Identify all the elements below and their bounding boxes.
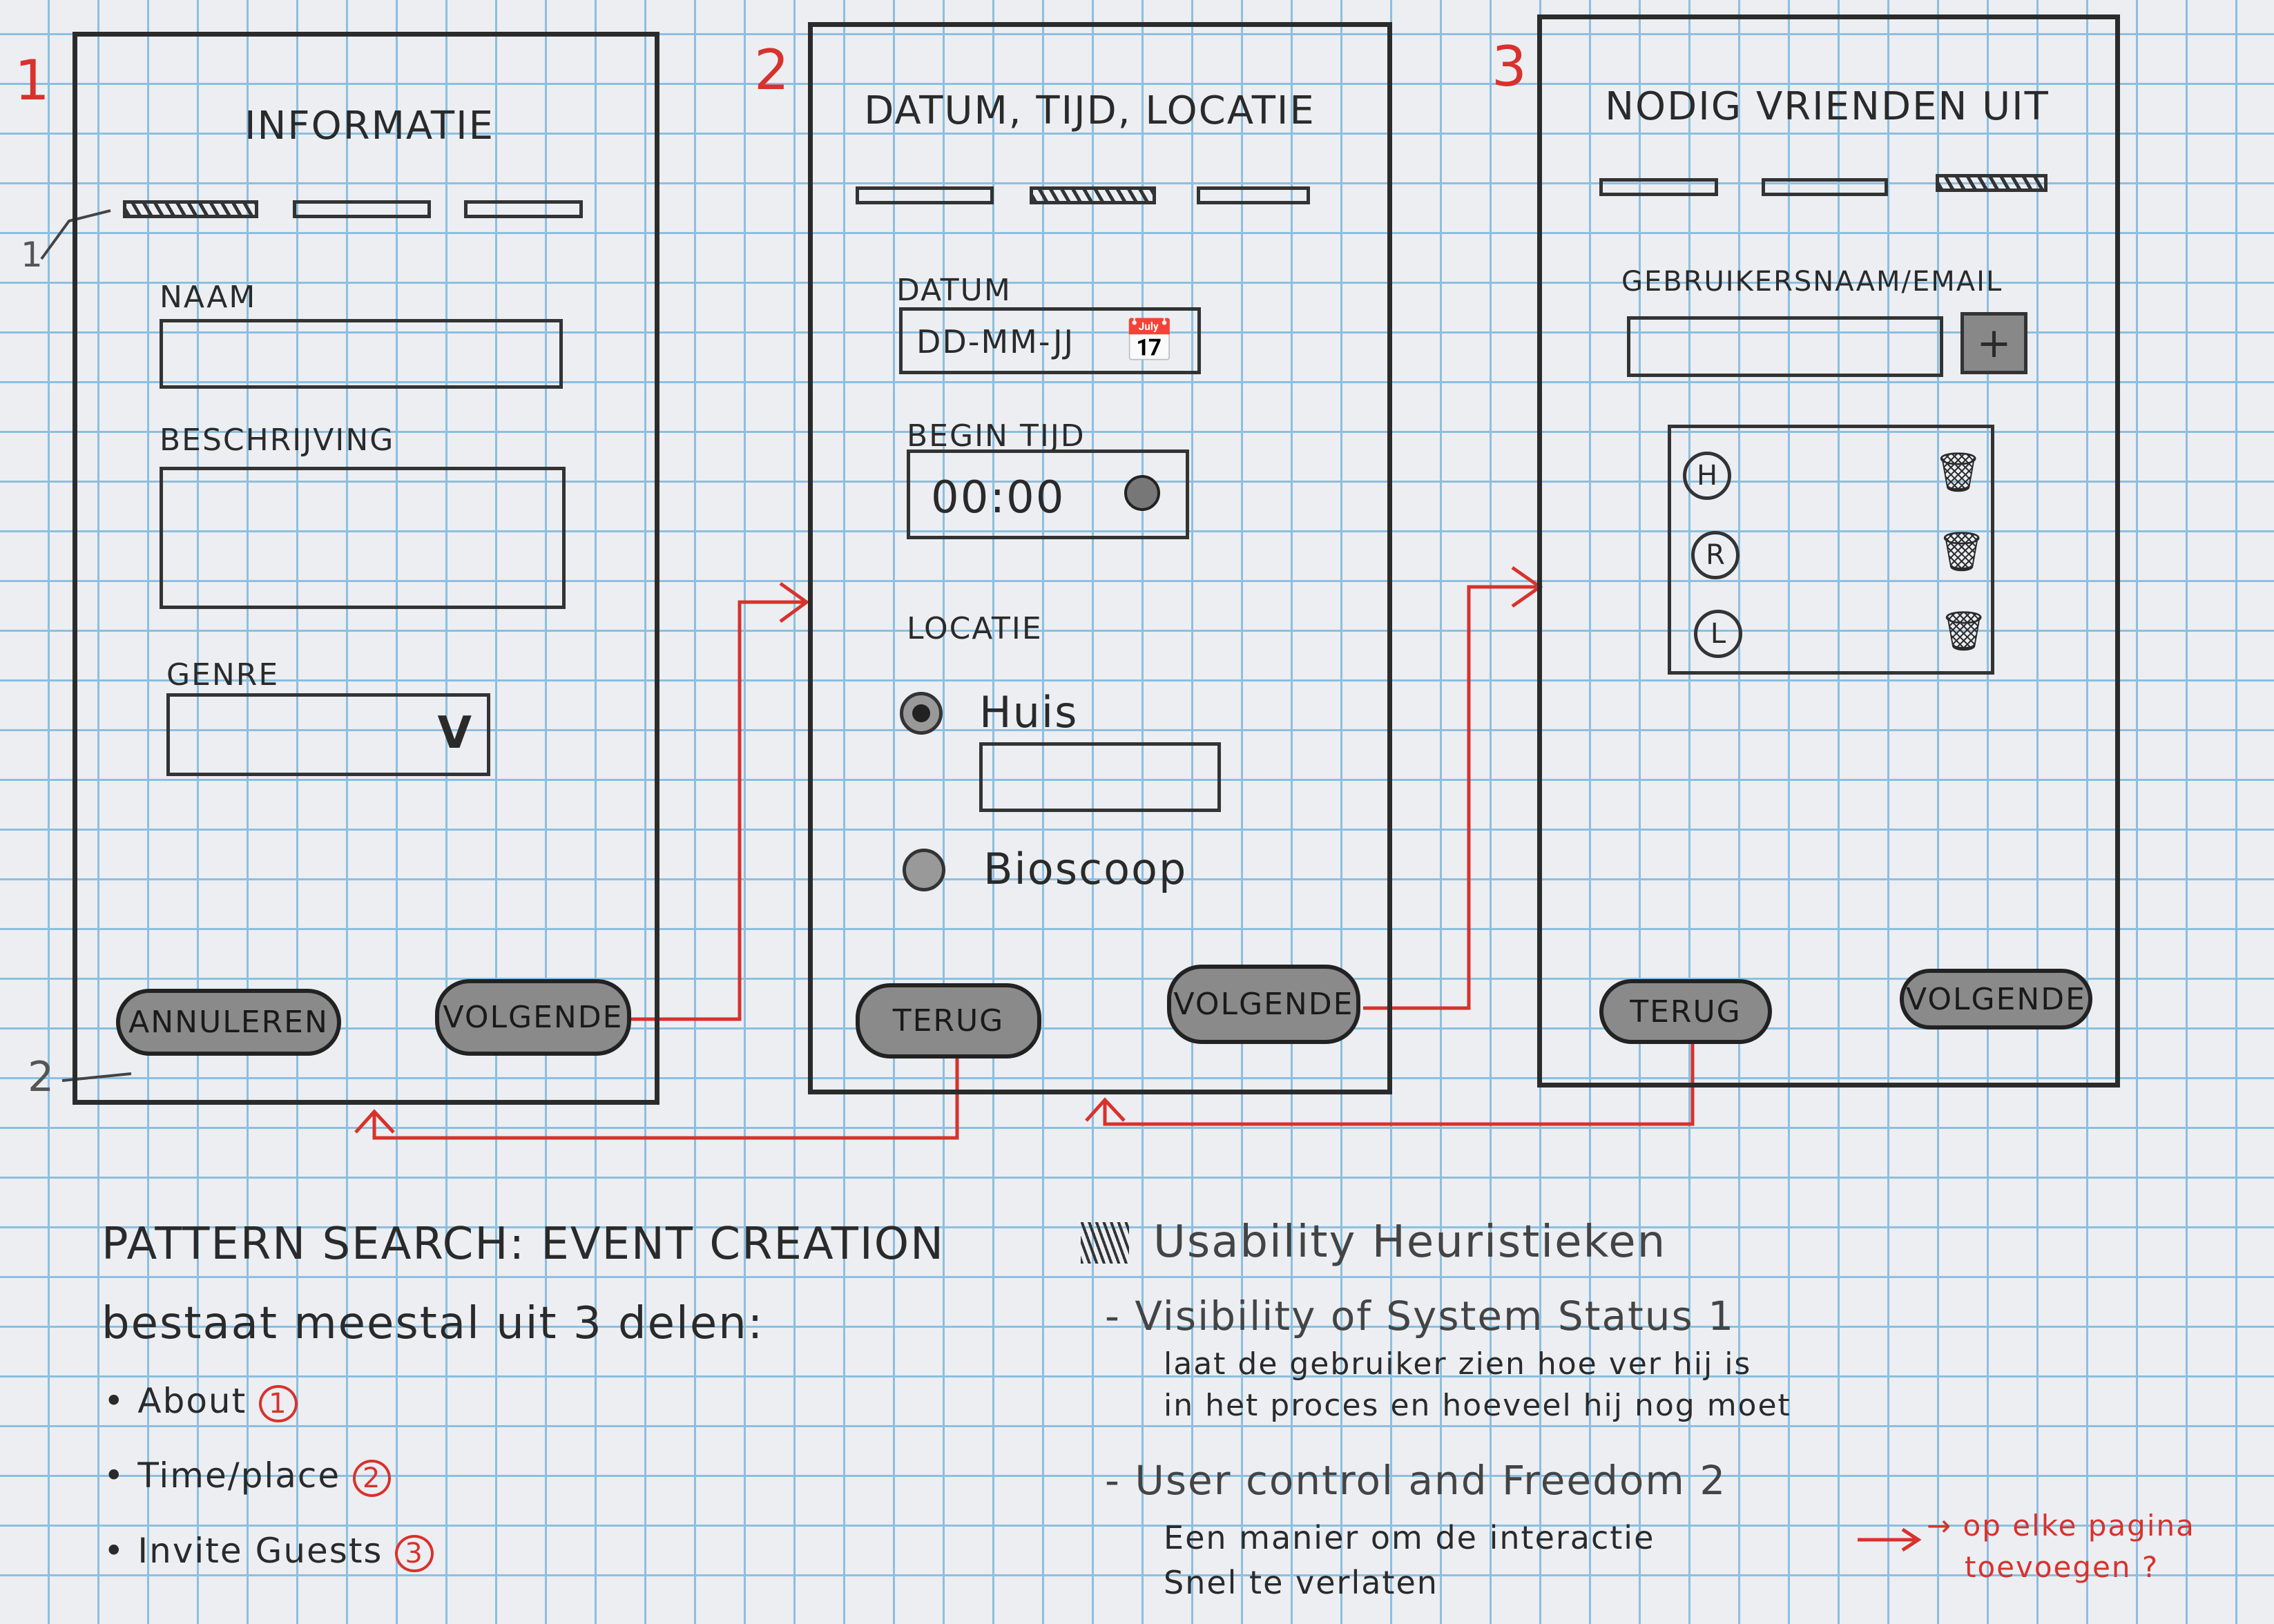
- callout-1-arrow: [40, 209, 111, 260]
- arrow-head: [1901, 1527, 1922, 1552]
- arrow-screen2-to-screen1: [372, 1056, 959, 1140]
- bullet-number: 3: [395, 1535, 434, 1572]
- heuristic-1-line-1: laat de gebruiker zien hoe ver hij is: [1164, 1346, 1752, 1382]
- page-title: NODIG VRIENDEN UIT: [1605, 84, 2050, 129]
- annuleren-button[interactable]: ANNULEREN: [116, 989, 341, 1056]
- heuristics-heading: Usability Heuristieken: [1153, 1217, 1667, 1268]
- screen-nodig-vrienden-uit: [1537, 14, 2120, 1088]
- arrow-head: [779, 581, 810, 624]
- red-note-line-2: toevoegen ?: [1965, 1550, 2159, 1584]
- bullet-number: 2: [353, 1460, 392, 1497]
- progress-step-1-active: [123, 200, 258, 218]
- volgende-button[interactable]: VOLGENDE: [1900, 969, 2092, 1030]
- gebruikersnaam-input[interactable]: [1627, 316, 1943, 377]
- radio-bioscoop[interactable]: [903, 849, 945, 891]
- bullet-about: • About 1: [104, 1381, 298, 1422]
- bullet-text: Time/place: [137, 1456, 341, 1496]
- bullet-text: About: [137, 1381, 247, 1421]
- clock-icon[interactable]: [1124, 475, 1160, 511]
- heuristic-2-line-1: Een manier om de interactie: [1164, 1519, 1655, 1556]
- notes-line: bestaat meestal uit 3 delen:: [102, 1298, 764, 1349]
- progress-step-2: [293, 200, 431, 218]
- trash-icon[interactable]: 🗑: [1939, 609, 1989, 654]
- avatar: H: [1683, 452, 1731, 500]
- screen-informatie: [73, 32, 659, 1105]
- heuristic-2-title: - User control and Freedom 2: [1105, 1457, 1727, 1504]
- heuristic-1-title: - Visibility of System Status 1: [1105, 1293, 1735, 1340]
- progress-step-3: [1197, 186, 1310, 204]
- invitee-list: [1668, 425, 1994, 675]
- notes-heading: PATTERN SEARCH: EVENT CREATION: [102, 1219, 945, 1270]
- huis-address-input[interactable]: [979, 742, 1221, 812]
- progress-step-3: [464, 200, 583, 218]
- screen-datum-tijd-locatie: [808, 22, 1392, 1094]
- arrow-screen2-to-screen3: [1363, 585, 1536, 1010]
- callout-2: 2: [28, 1053, 56, 1101]
- avatar: L: [1694, 610, 1742, 658]
- bullet-number: 1: [259, 1385, 298, 1422]
- progress-step-3-active: [1936, 174, 2047, 192]
- trash-icon[interactable]: 🗑: [1937, 530, 1987, 574]
- genre-label: GENRE: [166, 657, 280, 693]
- terug-button[interactable]: TERUG: [1599, 979, 1772, 1044]
- progress-step-2-active: [1030, 186, 1156, 204]
- add-invitee-button[interactable]: +: [1960, 312, 2027, 374]
- bullet-invite-guests: • Invite Guests 3: [104, 1531, 434, 1572]
- naam-label: NAAM: [160, 280, 257, 315]
- arrow-screen1-to-screen2: [631, 600, 804, 1021]
- radio-huis[interactable]: [900, 692, 943, 735]
- datum-label: DATUM: [896, 273, 1012, 308]
- screen-number-3: 3: [1492, 35, 1528, 99]
- avatar: R: [1691, 531, 1740, 579]
- chevron-down-icon: V: [437, 708, 473, 759]
- arrow-head: [354, 1109, 395, 1134]
- begin-tijd-label: BEGIN TIJD: [907, 418, 1086, 454]
- scribble-mark: [1081, 1222, 1129, 1264]
- bullet-time-place: • Time/place 2: [104, 1456, 392, 1497]
- beschrijving-label: BESCHRIJVING: [160, 423, 395, 458]
- progress-step-1: [856, 186, 994, 204]
- screen-number-1: 1: [15, 48, 51, 113]
- progress-step-1: [1599, 178, 1718, 196]
- beschrijving-textarea[interactable]: [160, 467, 566, 609]
- screen-number-2: 2: [754, 38, 791, 102]
- arrow-head: [1085, 1097, 1126, 1122]
- datum-placeholder: DD-MM-JJ: [916, 323, 1075, 360]
- page-title: DATUM, TIJD, LOCATIE: [864, 88, 1316, 133]
- page-title: INFORMATIE: [244, 104, 494, 148]
- calendar-icon[interactable]: 📅: [1124, 317, 1177, 365]
- terug-button[interactable]: TERUG: [856, 983, 1041, 1058]
- gebruikersnaam-label: GEBRUIKERSNAAM/EMAIL: [1621, 266, 2003, 298]
- locatie-label: LOCATIE: [907, 611, 1043, 646]
- time-value: 00:00: [931, 472, 1066, 523]
- red-note-line-1: → op elke pagina: [1927, 1509, 2195, 1543]
- progress-step-2: [1762, 178, 1888, 196]
- datum-input[interactable]: DD-MM-JJ 📅: [899, 307, 1201, 374]
- bullet-text: Invite Guests: [137, 1531, 383, 1571]
- heuristic-2-line-2: Snel te verlaten: [1164, 1564, 1438, 1601]
- begin-tijd-input[interactable]: 00:00: [907, 450, 1189, 539]
- trash-icon[interactable]: 🗑: [1934, 450, 1983, 495]
- radio-bioscoop-label: Bioscoop: [983, 844, 1188, 894]
- callout-1: 1: [21, 235, 44, 275]
- naam-input[interactable]: [160, 319, 563, 389]
- radio-huis-label: Huis: [979, 687, 1079, 737]
- genre-select[interactable]: V: [166, 693, 490, 776]
- volgende-button[interactable]: VOLGENDE: [1167, 965, 1360, 1044]
- volgende-button[interactable]: VOLGENDE: [435, 979, 631, 1056]
- heuristic-1-line-2: in het proces en hoeveel hij nog moet: [1164, 1388, 1791, 1423]
